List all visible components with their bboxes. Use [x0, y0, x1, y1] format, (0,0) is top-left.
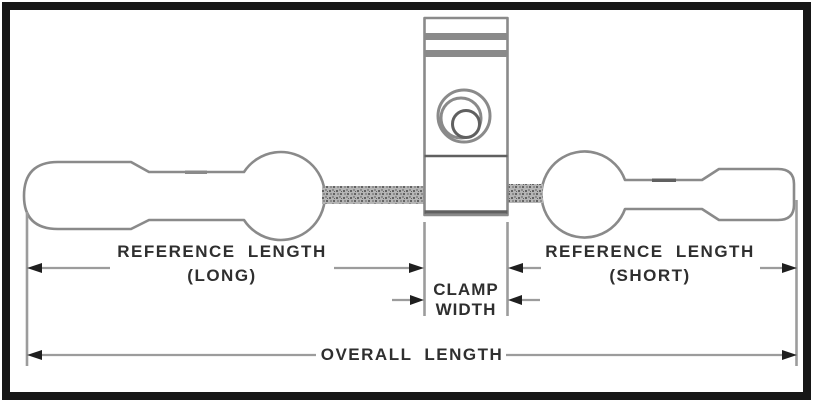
reference-length-long-label-line1: REFERENCE LENGTH: [117, 242, 327, 261]
arrowhead-left-icon: [508, 263, 523, 273]
arrowhead-right-icon: [782, 263, 797, 273]
right-weight-outline: [540, 150, 796, 239]
dimension-reference-short: [508, 263, 797, 273]
clamp-cap-band-bottom: [424, 50, 508, 57]
reference-length-short-label-line2: (SHORT): [609, 266, 691, 285]
arrowhead-inward-right-icon: [508, 295, 522, 305]
clamp-bolt-head: [451, 109, 481, 139]
arrowhead-right-icon: [782, 350, 797, 360]
reference-length-short-label-line1: REFERENCE LENGTH: [545, 242, 755, 261]
messenger-cable-right: [508, 184, 543, 203]
clamp-width-label-line2: WIDTH: [435, 300, 497, 319]
center-clamp: [423, 16, 509, 217]
right-weight-casting-mark: [652, 178, 676, 182]
clamp-bolt-outer-ring: [436, 88, 492, 144]
dimension-overall-length: [27, 350, 797, 360]
arrowhead-left-icon: [27, 263, 42, 273]
clamp-cap-band-top: [424, 33, 508, 40]
arrowhead-inward-left-icon: [410, 295, 424, 305]
reference-length-long-label-line2: (LONG): [187, 266, 257, 285]
dimension-clamp-width: [392, 295, 540, 305]
arrowhead-right-icon: [409, 263, 424, 273]
left-weight-casting-mark: [185, 170, 207, 174]
messenger-cable-left: [322, 186, 424, 204]
dimension-reference-long: [27, 263, 424, 273]
overall-length-label: OVERALL LENGTH: [320, 345, 504, 364]
arrowhead-left-icon: [27, 350, 42, 360]
left-weight-outline: [22, 150, 327, 242]
clamp-width-label-line1: CLAMP: [433, 280, 499, 299]
